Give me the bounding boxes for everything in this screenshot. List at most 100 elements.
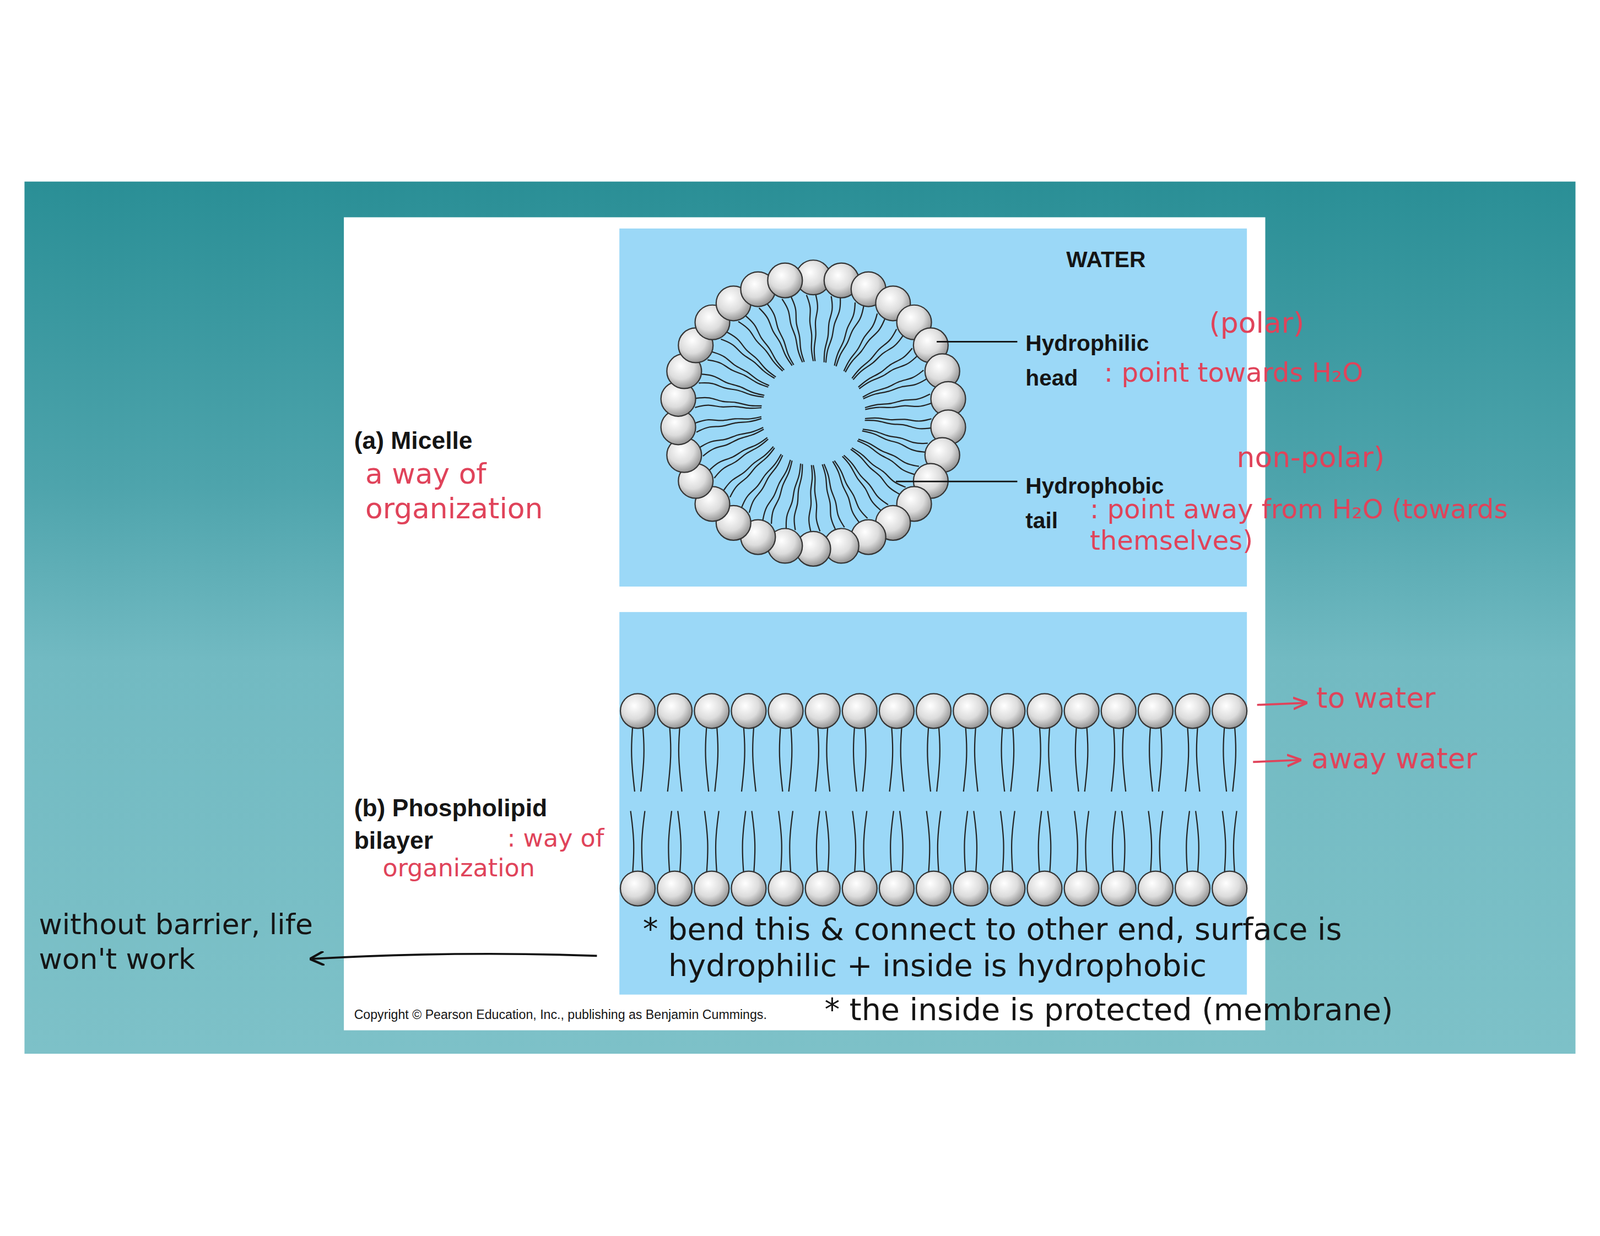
hydrophobic-tail: [1186, 811, 1190, 874]
hydrophobic-tail: [767, 304, 794, 365]
hydrophilic-head: [1027, 693, 1063, 729]
hydrophobic-tail: [1122, 726, 1126, 793]
hydrophobic-tail: [781, 299, 803, 363]
hydrophobic-tail: [1148, 811, 1152, 874]
hydrophobic-tail: [759, 307, 793, 366]
handwritten-note: away water: [1311, 741, 1556, 776]
hydrophobic-tail: [715, 811, 720, 874]
hydrophobic-tail: [704, 811, 708, 874]
hydrophilic-head: [916, 871, 951, 907]
hydrophobic-tail: [763, 460, 791, 521]
leader-line: [895, 480, 1018, 483]
hydrophobic-tail: [1010, 726, 1014, 793]
hydrophobic-tail: [667, 726, 672, 793]
hydrophobic-tail: [862, 726, 867, 793]
hydrophilic-head: [1175, 693, 1210, 729]
hydrophobic-tail: [1075, 726, 1079, 793]
hydrophobic-tail: [835, 306, 864, 367]
hydrophobic-tail: [709, 437, 768, 470]
hydrophobic-tail: [862, 370, 924, 398]
hydrophobic-tail: [1037, 726, 1041, 793]
hydrophobic-tail: [1001, 726, 1005, 793]
hydrophobic-tail: [778, 811, 782, 874]
hydrophobic-tail: [832, 461, 859, 523]
hydrophobic-tail: [1112, 811, 1116, 874]
handwritten-note: to water: [1316, 681, 1521, 716]
hydrophobic-tail: [1038, 811, 1042, 874]
hydrophobic-tail: [853, 726, 857, 793]
hydrophilic-head: [620, 693, 656, 729]
hydrophobic-tail: [816, 811, 820, 874]
hydrophilic-head: [805, 871, 841, 907]
hydrophilic-head: [657, 871, 693, 907]
hydrophobic-tail: [699, 427, 764, 448]
hydrophobic-tail: [806, 295, 814, 362]
hydrophobic-tail: [1222, 811, 1226, 874]
hydrophobic-tail: [974, 726, 978, 793]
hydrophobic-tail: [714, 439, 769, 479]
handwritten-note: non-polar): [1236, 440, 1482, 475]
hydrophobic-tail: [863, 811, 868, 874]
hydrophilic-head: [694, 871, 729, 907]
hydrophobic-tail: [937, 811, 942, 874]
hydrophobic-tail: [862, 429, 928, 444]
hydrophilic-head: [1101, 871, 1137, 907]
hydrophobic-tail: [1233, 811, 1237, 874]
hydrophobic-tail: [1048, 726, 1052, 793]
hydrophilic-head: [768, 871, 804, 907]
hydrophobic-tail: [1159, 811, 1164, 874]
hydrophobic-tail: [927, 726, 931, 793]
hydrophilic-head: [1212, 871, 1247, 907]
hydrophobic-tail: [899, 811, 904, 874]
hydrophobic-tail: [791, 296, 805, 362]
hydrophobic-tail: [824, 296, 833, 363]
hydrophobic-tail: [824, 463, 845, 528]
handwritten-note: : point towards H₂O: [1104, 357, 1493, 389]
hydrophobic-tail: [741, 726, 745, 793]
hydrophilic-head: [731, 871, 766, 907]
handwritten-note: : way of organization: [382, 824, 628, 884]
hydrophilic-head: [731, 693, 766, 729]
hydrophobic-tail: [858, 356, 917, 389]
hydrophobic-tail: [707, 359, 769, 387]
water-label: WATER: [1066, 246, 1209, 274]
hydrophobic-tail: [789, 811, 793, 874]
hydrophilic-head: [620, 871, 656, 907]
hydrophobic-tail: [1158, 726, 1162, 793]
hydrophobic-tail: [723, 446, 774, 491]
hydrophobic-tail: [745, 316, 785, 371]
hydrophilic-head: [1175, 871, 1210, 907]
hydrophilic-head: [916, 693, 951, 729]
handwritten-note: * the inside is protected (membrane): [824, 991, 1539, 1029]
hydrophilic-head: [1064, 693, 1100, 729]
hydrophobic-tail: [842, 456, 881, 511]
hydrophobic-tail: [814, 294, 818, 361]
hydrophobic-tail: [844, 455, 889, 506]
hydrophobic-tail: [926, 811, 931, 874]
hydrophobic-tail: [936, 726, 940, 793]
hydrophobic-tail: [1000, 811, 1004, 874]
hydrophobic-tail: [1195, 811, 1199, 874]
hydrophobic-tail: [858, 348, 913, 388]
hydrophobic-tail: [1185, 726, 1189, 793]
hydrophobic-tail: [705, 726, 709, 793]
hydrophobic-tail: [641, 811, 646, 874]
figure-panel: [343, 217, 1266, 1031]
hydrophobic-tail: [698, 382, 764, 398]
hydrophobic-tail: [695, 397, 762, 407]
bilayer: [620, 693, 1247, 906]
handwritten-note: * bend this & connect to other end, surf…: [642, 911, 1485, 985]
hydrophobic-tail: [668, 811, 672, 874]
hydrophobic-tail: [1047, 811, 1052, 874]
hydrophilic-head: [1138, 871, 1174, 907]
hydrophobic-tail: [865, 420, 932, 429]
hydrophobic-tail: [808, 465, 813, 532]
hydrophilic-head: [879, 871, 915, 907]
hydrophilic-head: [694, 693, 729, 729]
hydrophobic-tail: [738, 321, 783, 372]
hydrophobic-tail: [1196, 726, 1200, 793]
hydrophobic-tail: [742, 811, 747, 874]
hydrophilic-head: [768, 693, 804, 729]
hydrophilic-head: [842, 871, 878, 907]
